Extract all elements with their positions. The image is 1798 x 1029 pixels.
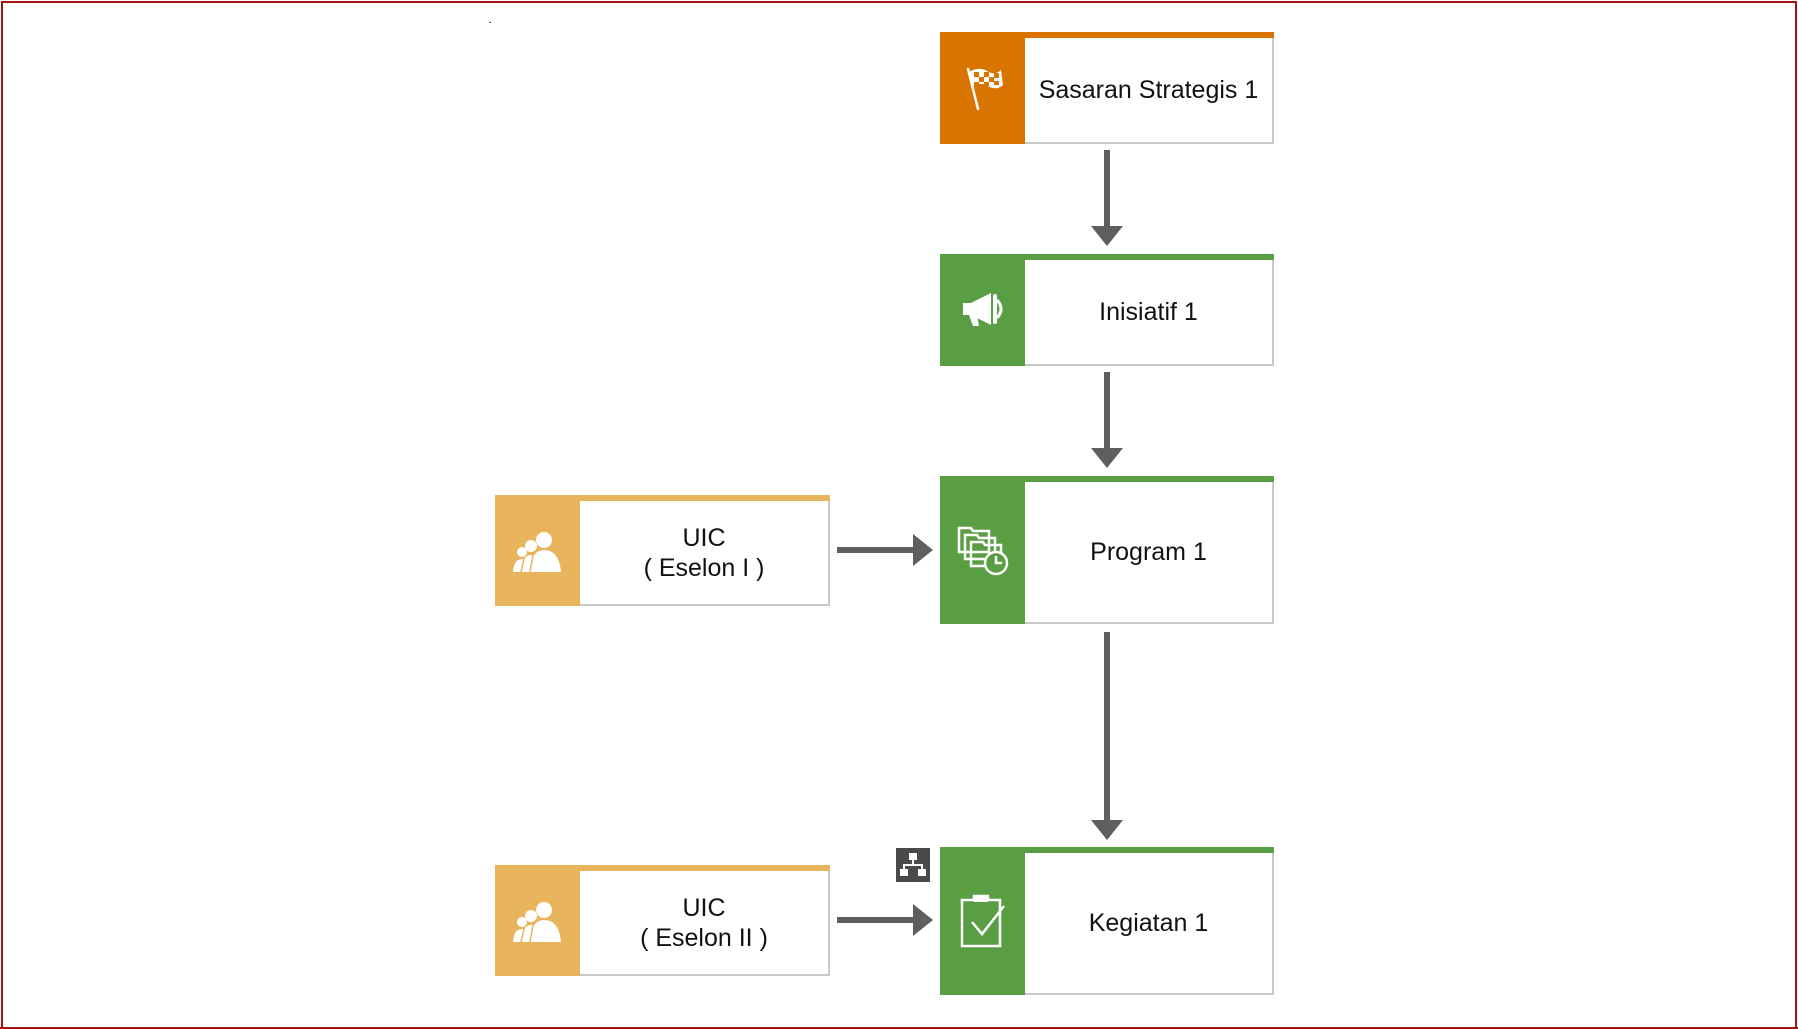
- node-label: Program 1: [1090, 538, 1207, 566]
- megaphone-icon: [940, 254, 1025, 366]
- people-icon: [495, 865, 580, 976]
- node-label-box: UIC ( Eselon II ): [580, 871, 830, 976]
- node-topbar: [940, 847, 1274, 853]
- node-label: Inisiatif 1: [1099, 298, 1198, 326]
- arrow-program-to-kegiatan: [1091, 632, 1123, 840]
- node-label-box: UIC ( Eselon I ): [580, 501, 830, 606]
- node-label-box: Program 1: [1025, 482, 1274, 624]
- node-label: Kegiatan 1: [1088, 909, 1209, 937]
- arrow-sasaran-to-inisiatif: [1091, 150, 1123, 246]
- people-icon: [495, 495, 580, 606]
- node-topbar: [495, 865, 830, 871]
- node-topbar: [940, 32, 1274, 38]
- stray-dot: [489, 22, 491, 23]
- node-label-box: Sasaran Strategis 1: [1025, 38, 1274, 144]
- arrow-uic1-to-program: [837, 534, 933, 566]
- frame-bottom-border: [0, 1027, 1798, 1029]
- node-sasaran-strategis[interactable]: Sasaran Strategis 1: [940, 32, 1274, 144]
- org-chart-icon[interactable]: [896, 848, 930, 882]
- folders-clock-icon: [940, 476, 1025, 624]
- node-uic-eselon-1[interactable]: UIC ( Eselon I ): [495, 495, 830, 606]
- arrow-uic2-to-kegiatan: [837, 904, 933, 936]
- node-label-line2: ( Eselon I ): [643, 553, 765, 582]
- node-label-line2: ( Eselon II ): [640, 923, 768, 952]
- node-topbar: [940, 254, 1274, 260]
- arrow-inisiatif-to-program: [1091, 372, 1123, 468]
- node-label: Sasaran Strategis 1: [1038, 76, 1259, 104]
- node-label-box: Inisiatif 1: [1025, 260, 1274, 366]
- node-kegiatan[interactable]: Kegiatan 1: [940, 847, 1274, 995]
- node-topbar: [495, 495, 830, 501]
- node-uic-eselon-2[interactable]: UIC ( Eselon II ): [495, 865, 830, 976]
- node-label-line1: UIC: [682, 523, 726, 552]
- node-topbar: [940, 476, 1274, 482]
- node-label-box: Kegiatan 1: [1025, 853, 1274, 995]
- node-label-line1: UIC: [682, 893, 726, 922]
- node-inisiatif[interactable]: Inisiatif 1: [940, 254, 1274, 366]
- node-program[interactable]: Program 1: [940, 476, 1274, 624]
- checkered-flag-icon: [940, 32, 1025, 144]
- clipboard-check-icon: [940, 847, 1025, 995]
